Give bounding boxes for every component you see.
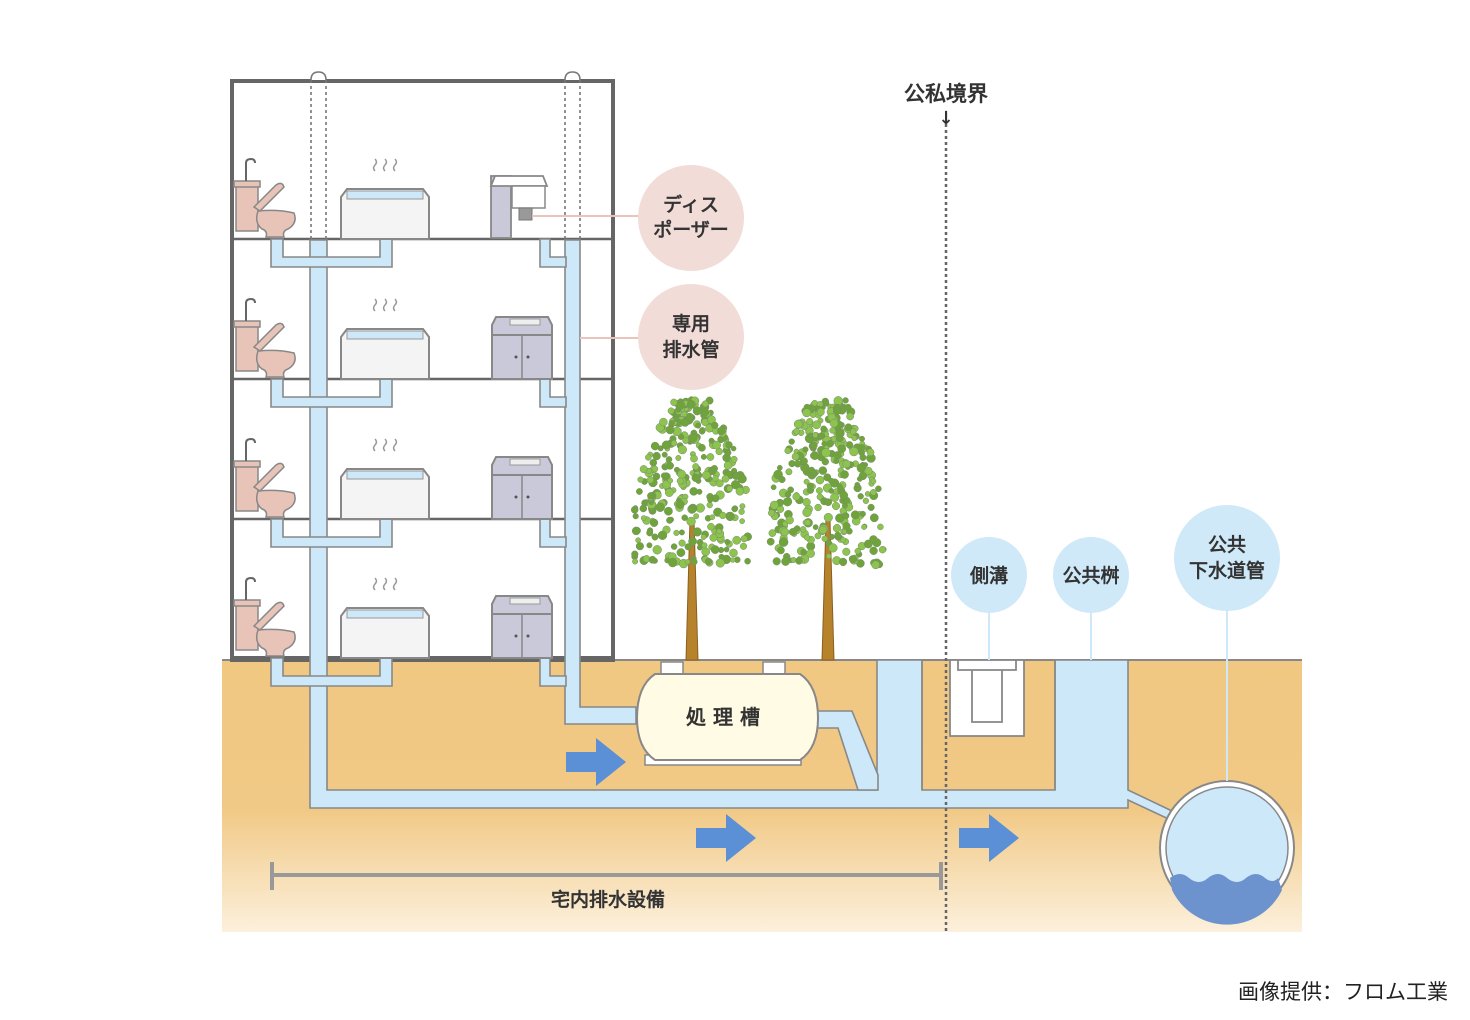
boundary-label: 公私境界: [904, 82, 988, 106]
svg-text:専用: 専用: [672, 313, 710, 335]
kitchen-sink-icon: [491, 595, 553, 659]
callout-public-sewer: 公共 下水道管: [1174, 505, 1280, 611]
main-drain-pipe: [309, 239, 1177, 824]
image-credit: 画像提供：フロム工業: [1238, 980, 1448, 1004]
tank-outlet-pipe: [815, 710, 879, 791]
flow-arrow-1: [566, 738, 626, 786]
vent-cap-right: [564, 71, 581, 81]
callout-leaders: [988, 608, 1228, 781]
svg-text:側溝: 側溝: [969, 564, 1008, 587]
trees: [630, 396, 887, 661]
treatment-tank-label: 処 理 槽: [686, 705, 760, 729]
flow-arrow-3: [959, 814, 1019, 862]
flow-arrow-2: [696, 814, 756, 862]
private-drainage-label: 宅内排水設備: [551, 888, 665, 911]
disposer-unit: [489, 175, 640, 239]
dedicated-drain-pipe: [564, 239, 637, 725]
gutter-block: [949, 659, 1025, 737]
callout-disposer: ディス ポーザー: [638, 165, 744, 271]
boundary-arrow-icon: ↓: [938, 108, 953, 129]
tree-icon: [630, 396, 752, 661]
kitchen-sink-icon: [491, 316, 553, 380]
svg-text:排水管: 排水管: [662, 338, 719, 361]
callout-gutter: 側溝: [951, 537, 1027, 613]
svg-text:下水道管: 下水道管: [1189, 559, 1265, 582]
kitchen-sink-icon: [491, 456, 553, 520]
svg-text:公共: 公共: [1208, 534, 1246, 556]
svg-text:ディス: ディス: [663, 193, 719, 216]
treatment-tank: 処 理 槽: [635, 661, 820, 766]
svg-text:ポーザー: ポーザー: [653, 218, 729, 241]
vent-pipes: [310, 80, 581, 240]
vent-cap-left: [310, 71, 327, 81]
svg-text:公共桝: 公共桝: [1062, 564, 1119, 587]
callout-public-basin: 公共桝: [1053, 537, 1129, 613]
private-span-bar: [270, 862, 943, 890]
tree-icon: [766, 396, 887, 661]
callout-dedicated-pipe: 専用 排水管: [638, 284, 744, 390]
